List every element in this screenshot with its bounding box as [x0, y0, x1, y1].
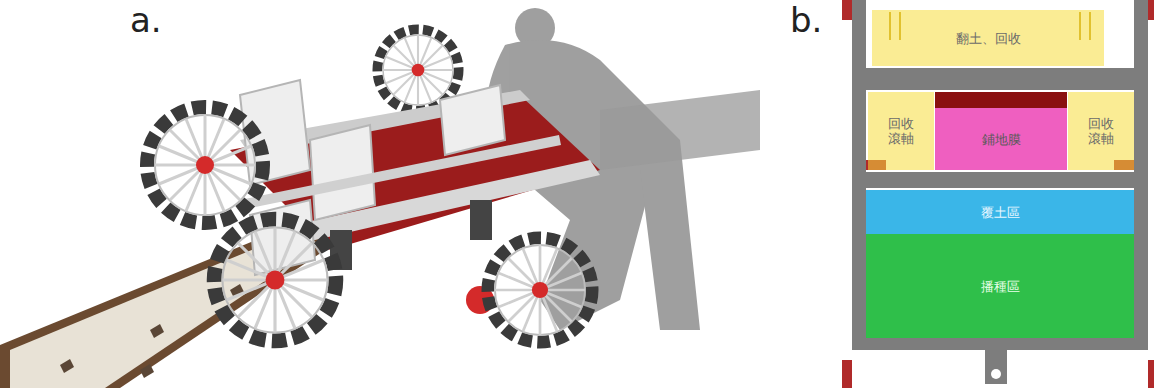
zone-label: 回收 滾軸 — [886, 116, 916, 146]
zone-label: 鋪地膜 — [982, 132, 1021, 147]
panel-label: b. — [790, 0, 822, 40]
seeding-zone: 播種區 — [866, 234, 1134, 338]
recovery-roller-left: 回收 滾軸 — [868, 92, 934, 170]
zone-label: 覆土區 — [981, 205, 1020, 220]
panel-label: a. — [130, 0, 162, 40]
zone-label: 回收 滾軸 — [1086, 116, 1116, 146]
zone-label: 翻土、回收 — [956, 31, 1021, 46]
recovery-roller-right: 回收 滾軸 — [1068, 92, 1134, 170]
zone-label: 播種區 — [981, 279, 1020, 294]
mulch-film-zone: 鋪地膜 — [935, 108, 1067, 170]
soil-cover-zone: 覆土區 — [866, 190, 1134, 234]
tilling-recovery-zone: 翻土、回收 — [872, 10, 1104, 66]
